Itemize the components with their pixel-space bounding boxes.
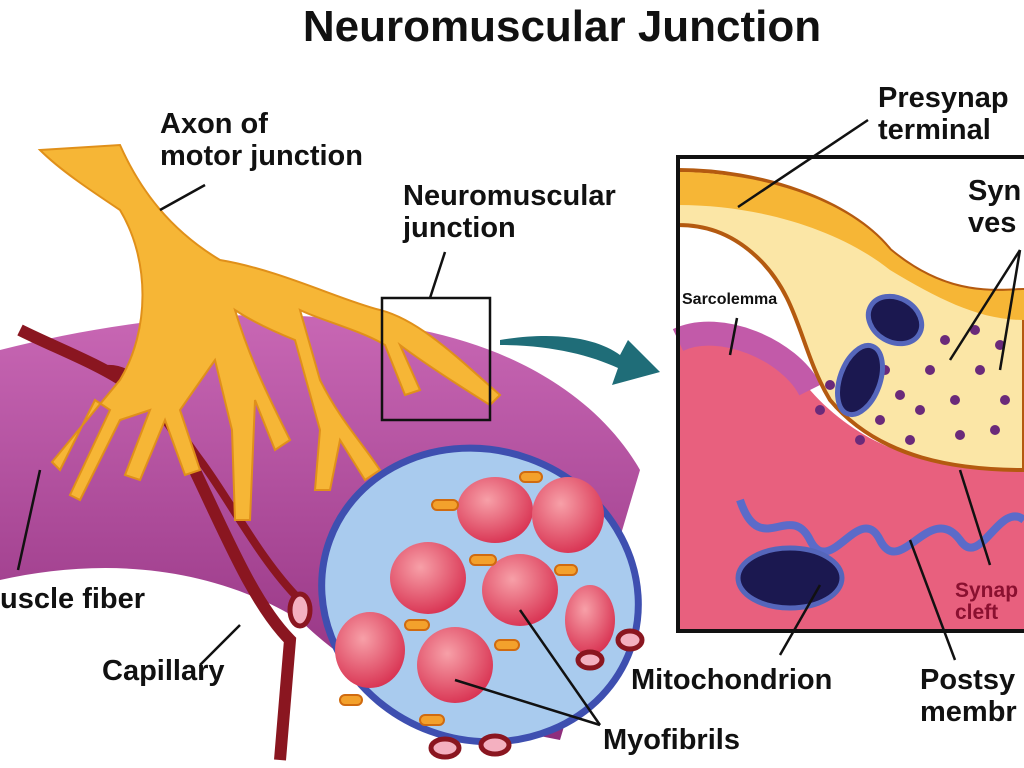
label-synaptic-vesicles: Syn ves <box>968 175 1021 239</box>
leader-lines <box>16 118 1022 727</box>
label-cleft-line1: Synap <box>955 579 1019 602</box>
label-sarcolemma: Sarcolemma <box>682 291 778 308</box>
label-myofibrils: Myofibrils <box>603 724 740 756</box>
label-nmj-line1: Neuromuscular <box>403 180 616 212</box>
label-postsynaptic-membrane: Postsy membr <box>920 664 1017 728</box>
label-presynaptic-line2: terminal <box>878 114 991 146</box>
label-vesicles-line2: ves <box>968 207 1017 239</box>
arrow-icon <box>500 335 660 385</box>
label-synaptic-cleft: Synap cleft <box>955 580 1018 624</box>
label-muscle-fiber: uscle fiber <box>0 583 146 615</box>
label-postsynaptic-line2: membr <box>920 696 1017 728</box>
label-axon-line1: Axon of <box>160 108 268 140</box>
label-vesicles-line1: Syn <box>968 175 1022 207</box>
label-capillary: Capillary <box>102 655 225 687</box>
myofibrils-group <box>335 477 615 703</box>
label-mitochondrion: Mitochondrion <box>631 664 833 696</box>
axon-motor-neuron <box>37 143 502 521</box>
page-title: Neuromuscular Junction <box>302 2 822 51</box>
label-axon-line2: motor junction <box>160 140 363 172</box>
inset-panel <box>672 155 1024 633</box>
label-presynaptic-line1: Presynap <box>878 82 1009 114</box>
label-cleft-line2: cleft <box>955 601 999 624</box>
label-nmj-line2: junction <box>403 212 516 244</box>
label-presynaptic-terminal: Presynap terminal <box>878 82 1009 146</box>
label-neuromuscular-junction: Neuromuscular junction <box>403 180 616 244</box>
label-postsynaptic-line1: Postsy <box>920 664 1016 696</box>
nmj-highlight-box <box>380 296 492 422</box>
label-axon: Axon of motor junction <box>160 108 363 172</box>
